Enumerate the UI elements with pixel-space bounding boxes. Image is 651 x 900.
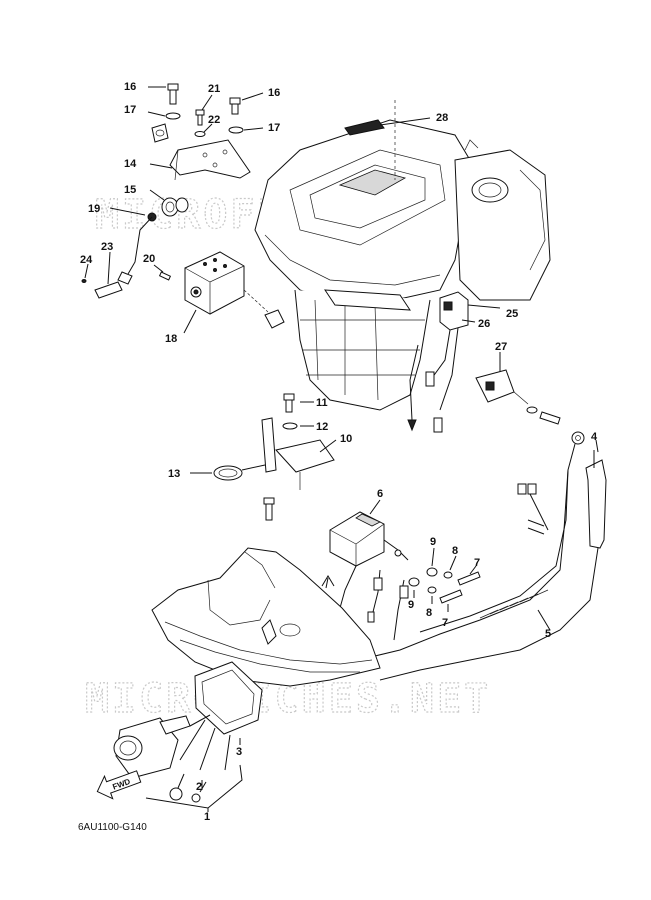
switch-box-18 [184, 251, 285, 329]
callout-27: 27 [495, 341, 507, 353]
callout-17b: 17 [268, 122, 280, 134]
callout-3: 3 [236, 746, 242, 758]
clamp-part [151, 123, 169, 143]
washer-17-right [228, 126, 244, 134]
callout-14: 14 [124, 158, 137, 170]
callout-7b: 7 [442, 617, 448, 629]
nut-9-lower [408, 577, 420, 587]
washer-22 [194, 131, 206, 137]
clip-13 [213, 464, 266, 481]
wire-leads [367, 569, 409, 641]
callout-17a: 17 [124, 104, 136, 116]
bolt-16-left [167, 83, 179, 105]
callout-22: 22 [208, 114, 220, 126]
grommet-3 [179, 661, 263, 771]
diagram-code: 6AU1100-G140 [78, 822, 147, 833]
callout-21: 21 [208, 83, 220, 95]
bolt-7-upper [457, 571, 481, 586]
washer-12 [282, 422, 298, 430]
callout-25: 25 [506, 308, 518, 320]
bolt-11 [283, 393, 295, 413]
washer-8-lower [427, 586, 437, 594]
grommet-15 [161, 197, 189, 217]
callout-8b: 8 [426, 607, 432, 619]
callout-4: 4 [591, 431, 598, 443]
callout-20: 20 [143, 253, 155, 265]
washer-17-left [165, 112, 181, 120]
callout-24: 24 [80, 254, 93, 266]
callout-26: 26 [478, 318, 490, 330]
cable-19 [117, 212, 157, 285]
callout-23: 23 [101, 241, 113, 253]
callout-18: 18 [165, 333, 177, 345]
harness-5 [349, 431, 585, 663]
bolt-small [263, 497, 275, 521]
bracket-27 [475, 369, 561, 425]
callout-1: 1 [204, 811, 210, 823]
rectifier-6 [329, 511, 409, 609]
engine-block [254, 119, 551, 411]
callout-13: 13 [168, 468, 180, 480]
forward-direction-arrow: FWD [96, 770, 142, 800]
bracket-10 [261, 417, 335, 490]
callout-11: 11 [316, 397, 328, 409]
washer-8-upper [443, 571, 453, 579]
part-28 [344, 100, 431, 180]
callout-10: 10 [340, 433, 352, 445]
key-switch-1 [113, 714, 211, 779]
callout-16a: 16 [124, 81, 136, 93]
callout-8a: 8 [452, 545, 458, 557]
pin-20 [158, 271, 172, 281]
callout-19: 19 [88, 203, 100, 215]
callout-2: 2 [196, 781, 202, 793]
bottom-cowling [151, 547, 381, 687]
callout-6: 6 [377, 488, 383, 500]
callout-9a: 9 [430, 536, 436, 548]
bracket-14 [169, 139, 251, 181]
harness-4 [379, 450, 607, 681]
callout-7a: 7 [474, 557, 480, 569]
terminal-23 [94, 281, 123, 299]
callout-12: 12 [316, 421, 328, 433]
callout-16b: 16 [268, 87, 280, 99]
callout-28: 28 [436, 112, 448, 124]
bolt-7-lower [439, 589, 463, 604]
callout-15: 15 [124, 184, 136, 196]
callout-9b: 9 [408, 599, 414, 611]
bolt-16-right [229, 97, 241, 115]
pin-24 [81, 279, 87, 283]
callout-5: 5 [545, 628, 551, 640]
nut-9-upper [426, 567, 438, 577]
bolt-21 [195, 109, 205, 126]
relay-25-26 [407, 291, 469, 433]
cable-2 [169, 773, 207, 803]
